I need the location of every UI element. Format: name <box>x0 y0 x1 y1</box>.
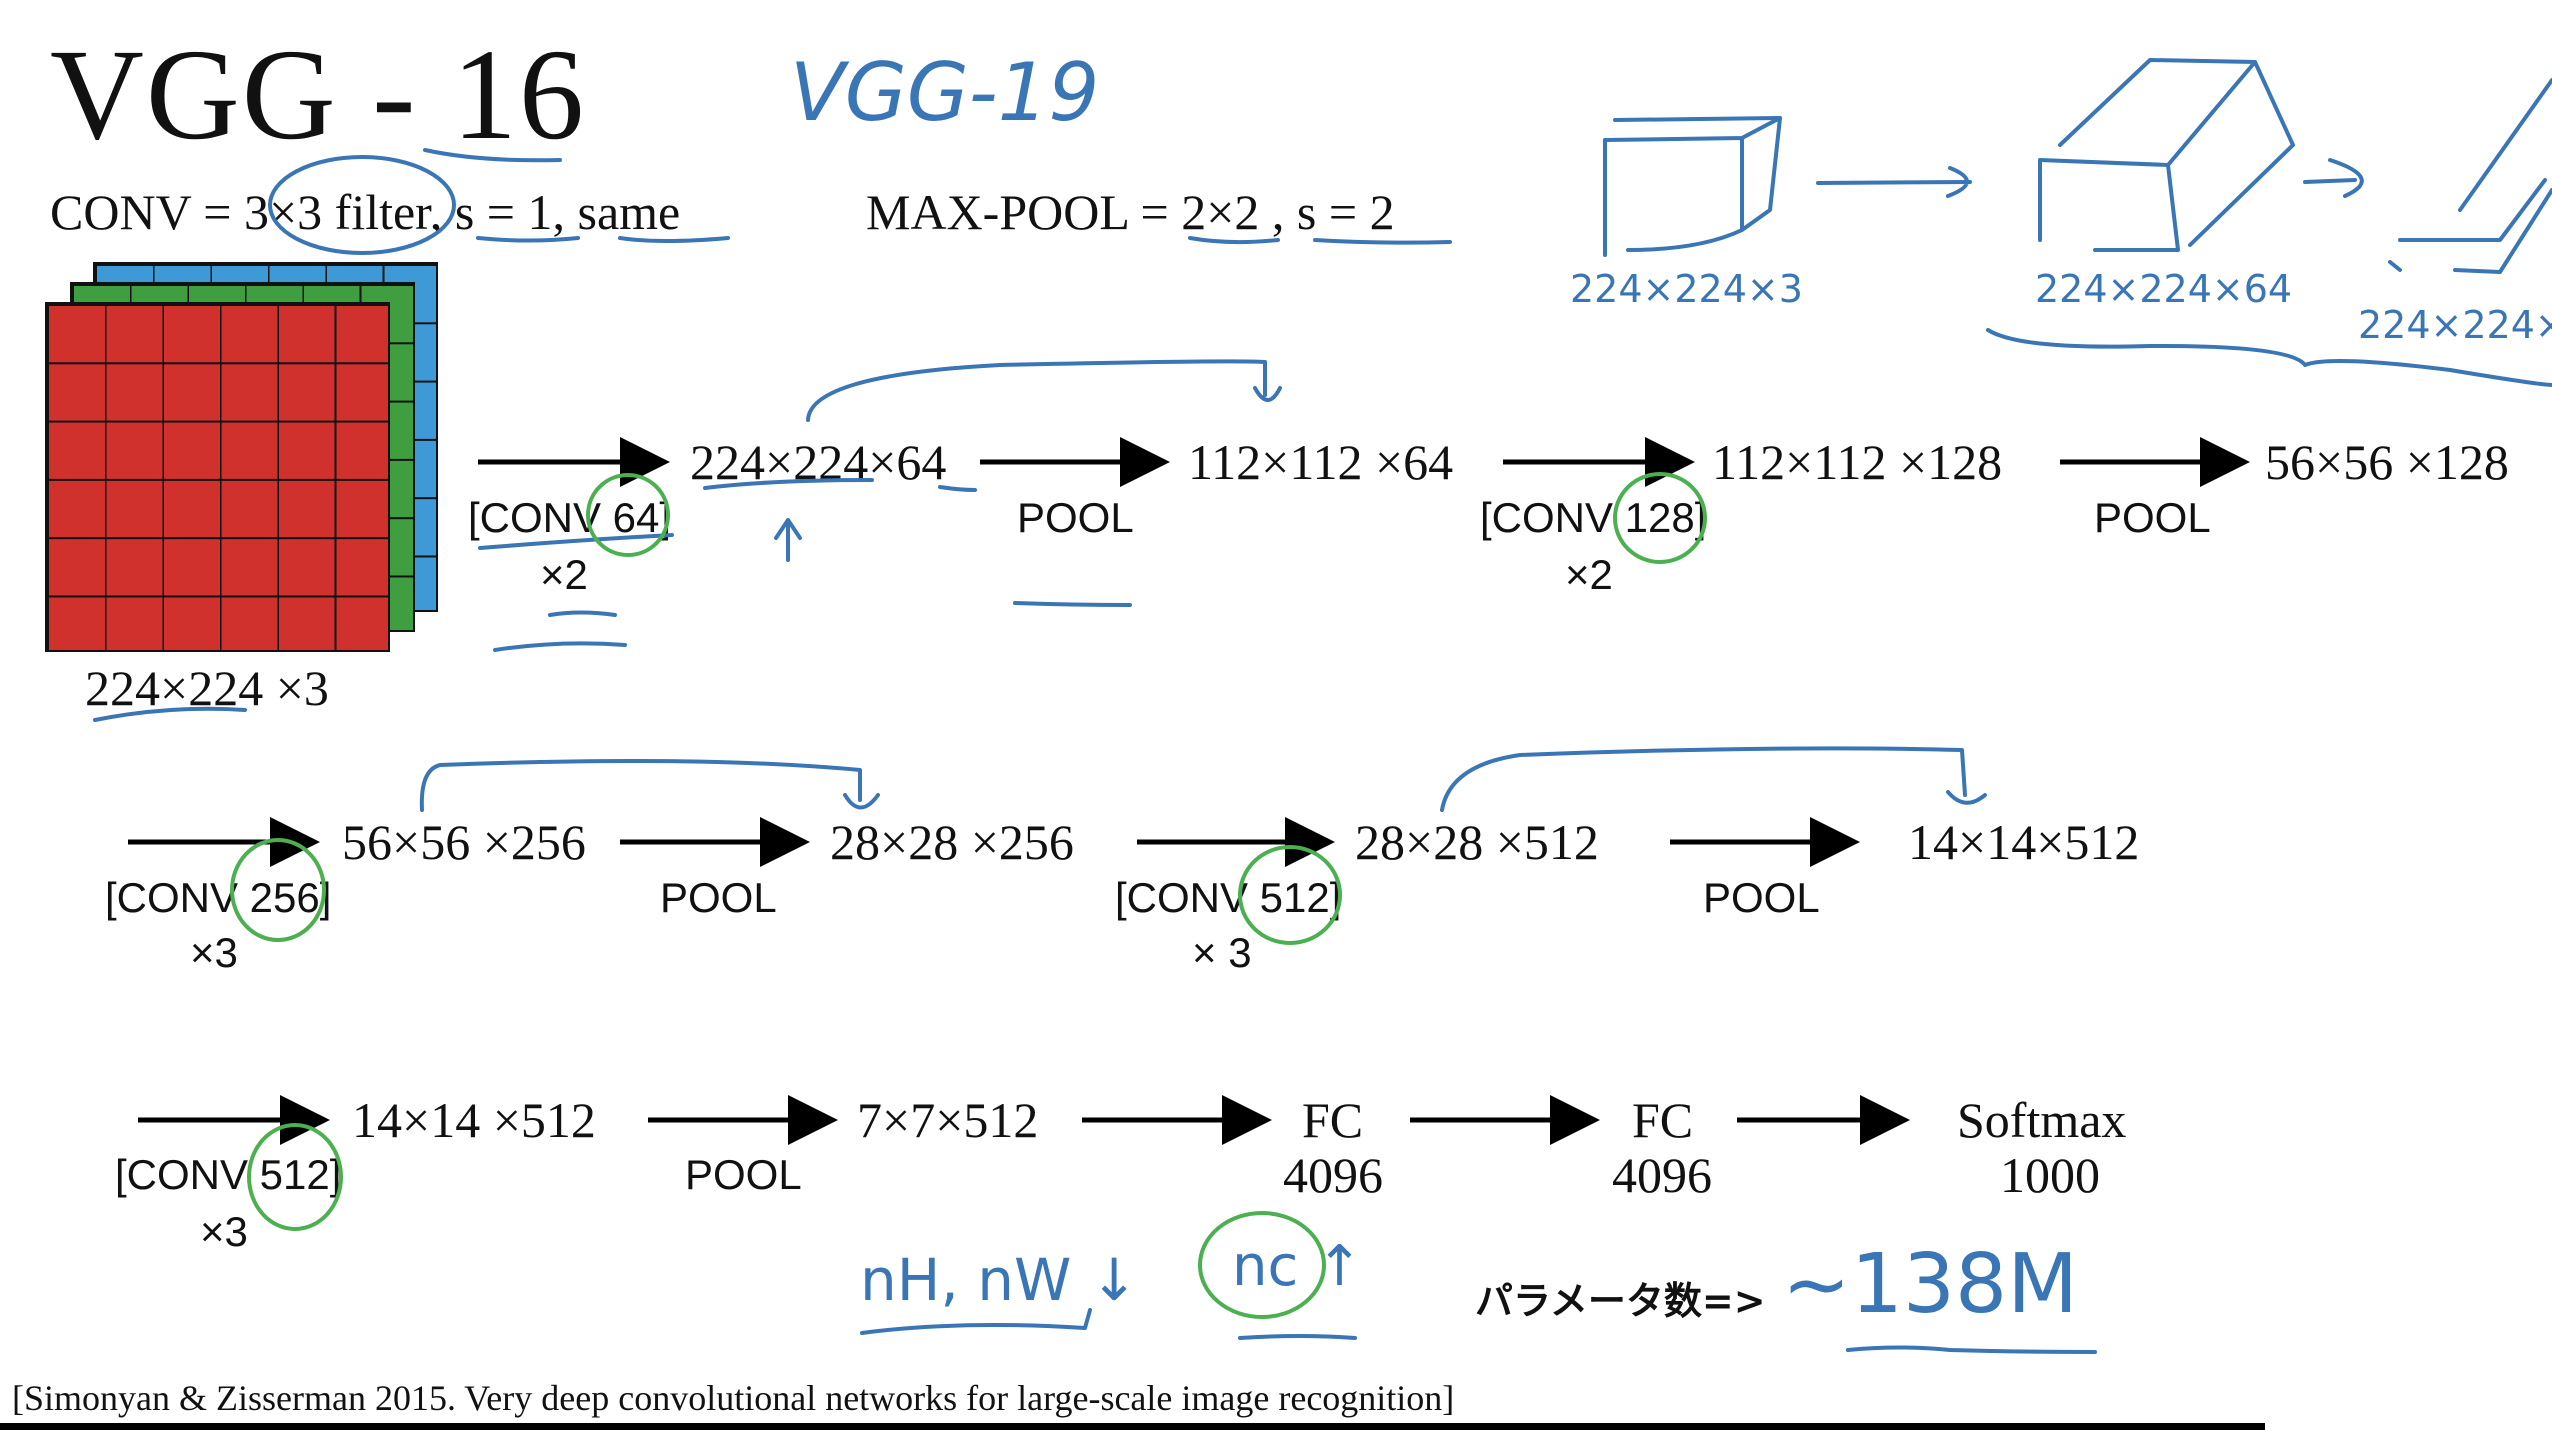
sketch-arrow <box>1816 166 1972 198</box>
bracket-arrow <box>806 359 1282 422</box>
bottom-border <box>0 1423 2265 1430</box>
op-label-conv: [CONV 64] <box>468 494 672 541</box>
up-arrow-annotation <box>774 518 802 562</box>
circle-annotation <box>1198 1211 1326 1319</box>
fc-label: FC <box>1632 1092 1694 1148</box>
stage-dims: 56×56 ×256 <box>342 814 586 870</box>
underline <box>423 148 562 163</box>
op-label-pool: POOL <box>1017 494 1134 541</box>
fc-label: FC <box>1302 1092 1364 1148</box>
op-label-pool: POOL <box>1703 874 1820 921</box>
underline <box>478 533 674 550</box>
stage-dims: 28×28 ×512 <box>1355 814 1599 870</box>
underline <box>618 236 730 243</box>
underline <box>548 610 617 617</box>
stage-dims: 56×56 ×128 <box>2265 434 2509 490</box>
op-label-conv: [CONV 256] <box>105 874 332 921</box>
sketch-volume-2 <box>2038 58 2295 252</box>
nc-note: nc ↑ <box>1232 1234 1363 1299</box>
softmax-size: 1000 <box>2000 1147 2100 1203</box>
input-volume <box>45 262 445 657</box>
stage-dims: 112×112 ×64 <box>1188 434 1454 490</box>
circle-annotation <box>1613 472 1707 564</box>
param-count-label: パラメータ数=> <box>1475 1279 1766 1323</box>
brace-annotation <box>1986 328 2552 387</box>
underline <box>938 485 977 492</box>
bracket-arrow <box>1440 746 1987 812</box>
op-label-pool: POOL <box>2094 494 2211 541</box>
underline <box>1846 1345 2097 1354</box>
sketch-dims: 224×224×64 <box>2358 303 2552 347</box>
conv-definition: CONV = 3×3 filter, s = 1, same <box>50 184 681 240</box>
sketch-dims: 224×224×3 <box>1570 267 1803 311</box>
circle-annotation <box>1238 845 1342 945</box>
stage-dims: 14×14×512 <box>1908 814 2140 870</box>
vgg19-note: VGG-19 <box>790 46 1099 139</box>
circle-annotation <box>230 838 326 942</box>
op-multiplier: ×3 <box>190 929 238 976</box>
param-count-value: ~138M <box>1782 1237 2078 1332</box>
circle-annotation <box>268 155 456 255</box>
sketch-volume-3 <box>2388 78 2552 274</box>
op-label-conv: [CONV 128] <box>1480 494 1707 541</box>
circle-annotation <box>247 1123 343 1231</box>
op-label-conv: [CONV 512] <box>115 1151 342 1198</box>
fc-size: 4096 <box>1283 1147 1383 1203</box>
citation: [Simonyan & Zisserman 2015. Very deep co… <box>12 1378 1455 1418</box>
input-dims: 224×224 ×3 <box>85 660 329 716</box>
op-multiplier: × 3 <box>1192 929 1252 976</box>
stage-dims: 112×112 ×128 <box>1712 434 2003 490</box>
underline <box>93 706 247 722</box>
nh-nw-note: nH, nW ↓ <box>860 1246 1138 1314</box>
stage-dims: 14×14 ×512 <box>352 1092 596 1148</box>
op-label-conv: [CONV 512] <box>1115 874 1342 921</box>
circle-annotation <box>586 473 670 557</box>
op-multiplier: ×3 <box>200 1208 248 1255</box>
sketch-arrow <box>2303 158 2364 198</box>
maxpool-definition: MAX-POOL = 2×2 , s = 2 <box>866 184 1395 240</box>
stage-dims: 7×7×512 <box>857 1092 1039 1148</box>
fc-size: 4096 <box>1612 1147 1712 1203</box>
underline <box>860 1308 1092 1335</box>
stage-dims: 28×28 ×256 <box>830 814 1074 870</box>
bracket-arrow <box>419 759 880 812</box>
softmax-label: Softmax <box>1957 1092 2127 1148</box>
input-channel-red <box>45 302 390 652</box>
slide-title: VGG - 16 <box>50 23 586 167</box>
op-multiplier: ×2 <box>540 551 588 598</box>
underline <box>1188 236 1280 245</box>
op-multiplier: ×2 <box>1565 551 1613 598</box>
underline <box>1013 601 1132 607</box>
sketch-dims: 224×224×64 <box>2035 267 2292 311</box>
op-label-pool: POOL <box>685 1151 802 1198</box>
underline <box>703 478 874 490</box>
underline <box>493 641 627 652</box>
underline <box>476 236 580 243</box>
op-label-pool: POOL <box>660 874 777 921</box>
sketch-volume-1 <box>1603 116 1782 257</box>
underline <box>1313 238 1452 245</box>
underline <box>1238 1334 1357 1340</box>
